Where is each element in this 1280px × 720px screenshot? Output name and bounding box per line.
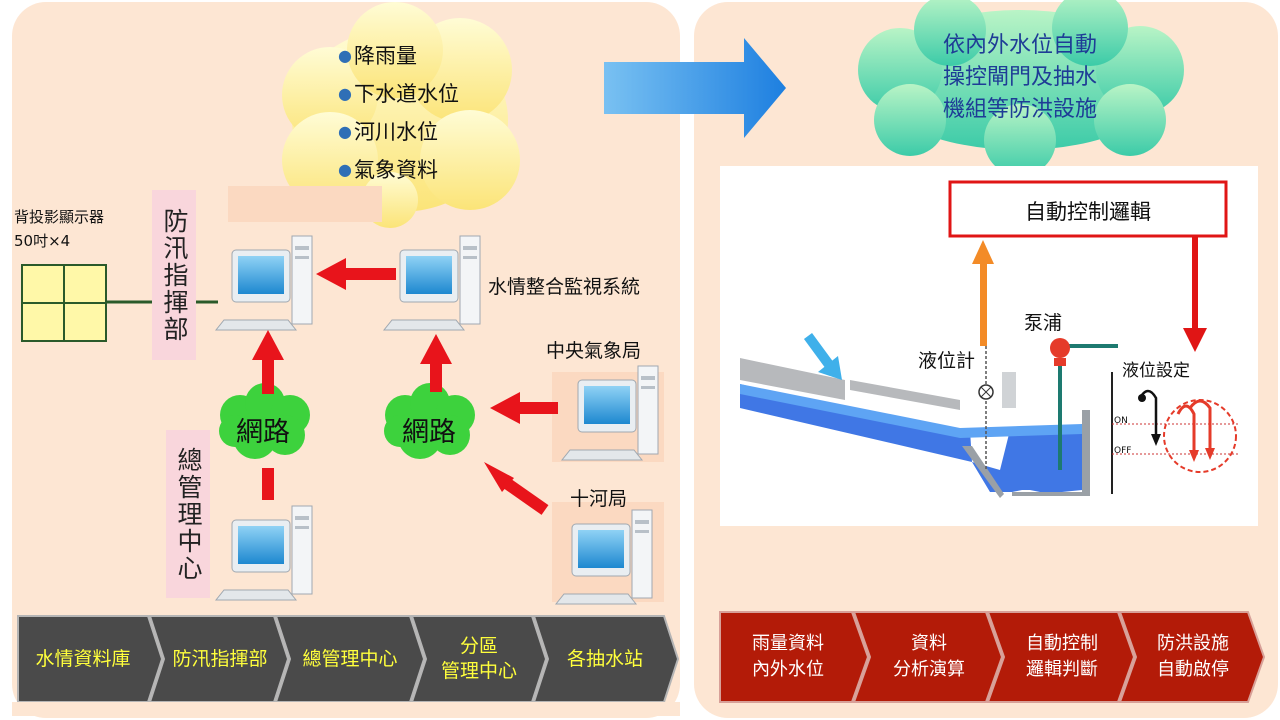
network-label: 網路 [236,417,290,448]
computer-icon [215,235,313,331]
pump-icon [1050,338,1118,470]
control-logic-label: 自動控制邏輯 [1025,200,1151,224]
control-step: 資料 分析演算 [893,633,965,680]
flow-step: 各抽水站 [566,647,643,670]
water-system-label: 水情整合監視系統 [488,276,641,298]
level-setting-gauge [1111,372,1240,494]
rain-arrow [803,333,842,380]
right-flow-chevrons [719,611,1266,703]
goal-text: 依內外水位自動 操控閘門及抽水 機組等防洪設施 [942,33,1097,122]
mgmt-center-label: 總管理中心 [166,430,210,598]
level-meter-icon [978,346,994,470]
left-flow-chevrons [17,615,680,703]
cloud-item: 下水道水位 [338,76,459,114]
flow-step: 水情資料庫 [35,647,131,670]
control-step: 自動控制 邏輯判斷 [1026,633,1098,680]
flow-step: 分區 管理中心 [440,635,517,682]
water-channel [740,358,1090,498]
logic-line [1183,236,1207,352]
big-arrow [604,38,786,138]
bg-box [228,186,382,222]
display-title: 背投影顯示器 [14,208,105,226]
cloud-data-list: 降雨量 下水道水位 河川水位 氣象資料 [338,38,459,190]
level-meter-label: 液位計 [918,350,976,372]
off-label: OFF [1114,446,1132,456]
computer-icon [215,505,313,601]
computer-icon [383,235,481,331]
control-step: 防洪設施 自動啟停 [1157,633,1229,680]
river-bureau-label: 十河局 [570,488,628,510]
goal-cloud [858,0,1184,176]
command-dept-label: 防汛指揮部 [152,190,196,360]
cloud-item: 降雨量 [338,38,459,76]
flow-step: 總管理中心 [302,647,398,670]
red-arrows [252,258,558,515]
control-step: 雨量資料 內外水位 [752,633,824,680]
cloud-item: 河川水位 [338,114,459,152]
network-label: 網路 [402,417,456,448]
orange-arrow [972,240,994,346]
on-label: ON [1114,416,1128,426]
cloud-item: 氣象資料 [338,152,459,190]
pump-label: 泵浦 [1024,312,1063,334]
flow-step: 防汛指揮部 [172,647,268,670]
display-grid [21,264,218,342]
control-logic-box [948,180,1228,238]
display-subtitle: 50吋×4 [14,232,71,250]
weather-bureau-label: 中央氣象局 [546,340,642,362]
level-setting-label: 液位設定 [1122,361,1190,381]
